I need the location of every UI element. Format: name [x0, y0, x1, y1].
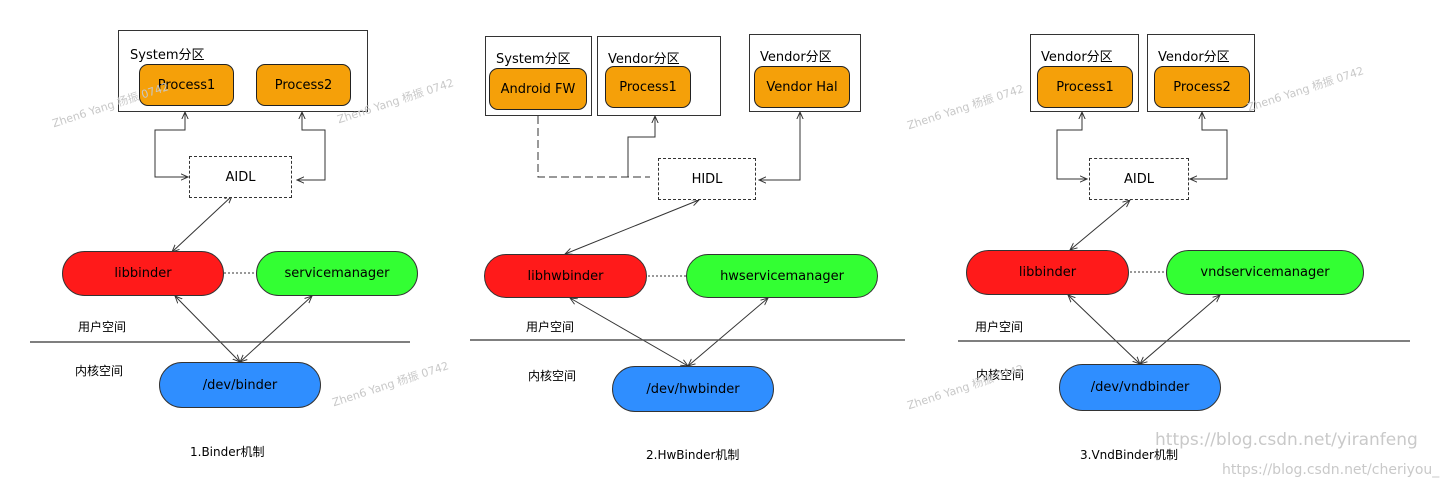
- hwservicemanager-node: hwservicemanager: [686, 254, 878, 298]
- aidl-interface: AIDL: [1089, 158, 1189, 200]
- vendor-hal-node: Vendor Hal: [754, 66, 850, 108]
- arrow-aidl-libbinder: [172, 196, 232, 252]
- process1-node: Process1: [139, 64, 234, 106]
- vndservicemanager-node: vndservicemanager: [1166, 250, 1364, 295]
- vendor-partition-label: Vendor分区: [760, 50, 832, 65]
- system-partition-label: System分区: [130, 48, 205, 63]
- caption-binder: 1.Binder机制: [190, 445, 265, 459]
- vendor-partition-label: Vendor分区: [1041, 50, 1113, 65]
- libhwbinder-node: libhwbinder: [484, 254, 647, 298]
- arrow-process1-aidl: [154, 112, 188, 177]
- kernel-space-label: 内核空间: [976, 368, 1025, 382]
- vendor-partition-label: Vendor分区: [1158, 50, 1230, 65]
- caption-hwbinder: 2.HwBinder机制: [646, 448, 740, 462]
- arrow-servicemanager-driver: [240, 296, 312, 362]
- site-watermark: https://blog.csdn.net/cheriyou_: [1222, 462, 1440, 478]
- user-space-label: 用户空间: [526, 320, 575, 334]
- libbinder-node: libbinder: [62, 251, 224, 296]
- arrow-libbinder-driver-3: [1068, 295, 1140, 364]
- arrow-libbinder-driver: [175, 296, 240, 362]
- binder-driver-node: /dev/binder: [159, 362, 321, 408]
- user-space-label: 用户空间: [78, 320, 127, 334]
- site-watermark: https://blog.csdn.net/yiranfeng: [1155, 430, 1418, 450]
- servicemanager-node: servicemanager: [256, 251, 418, 296]
- arrow-aidl-libbinder-3: [1070, 200, 1130, 250]
- arrow-process1-aidl-3: [1056, 112, 1087, 179]
- hidl-interface: HIDL: [658, 158, 756, 200]
- vndbinder-driver-node: /dev/vndbinder: [1059, 364, 1221, 411]
- process2-node: Process2: [1154, 66, 1250, 108]
- arrow-vendorhal-hidl: [759, 112, 800, 180]
- process2-node: Process2: [256, 64, 351, 106]
- system-partition-label: System分区: [496, 52, 571, 67]
- caption-vndbinder: 3.VndBinder机制: [1080, 448, 1178, 462]
- arrow-process2-aidl-3: [1190, 112, 1228, 179]
- libbinder-node: libbinder: [966, 250, 1129, 295]
- aidl-interface: AIDL: [189, 156, 292, 198]
- arrow-process2-aidl: [297, 112, 326, 180]
- vendor-partition-label: Vendor分区: [608, 52, 680, 67]
- user-space-label: 用户空间: [975, 320, 1024, 334]
- dashed-androidfw-hidl: [537, 116, 650, 178]
- arrow-vndservicemanager-driver: [1140, 295, 1220, 364]
- kernel-space-label: 内核空间: [528, 369, 577, 383]
- android-fw-node: Android FW: [489, 68, 587, 110]
- arrow-hwservicemanager-driver: [688, 298, 768, 366]
- process1-node: Process1: [605, 66, 691, 108]
- arrow-hidl-process1: [627, 116, 655, 177]
- kernel-space-label: 内核空间: [75, 364, 124, 378]
- arrow-libhwbinder-driver: [570, 298, 688, 366]
- hwbinder-driver-node: /dev/hwbinder: [612, 366, 774, 412]
- process1-node: Process1: [1037, 66, 1133, 108]
- arrow-hidl-libhwbinder: [565, 200, 699, 254]
